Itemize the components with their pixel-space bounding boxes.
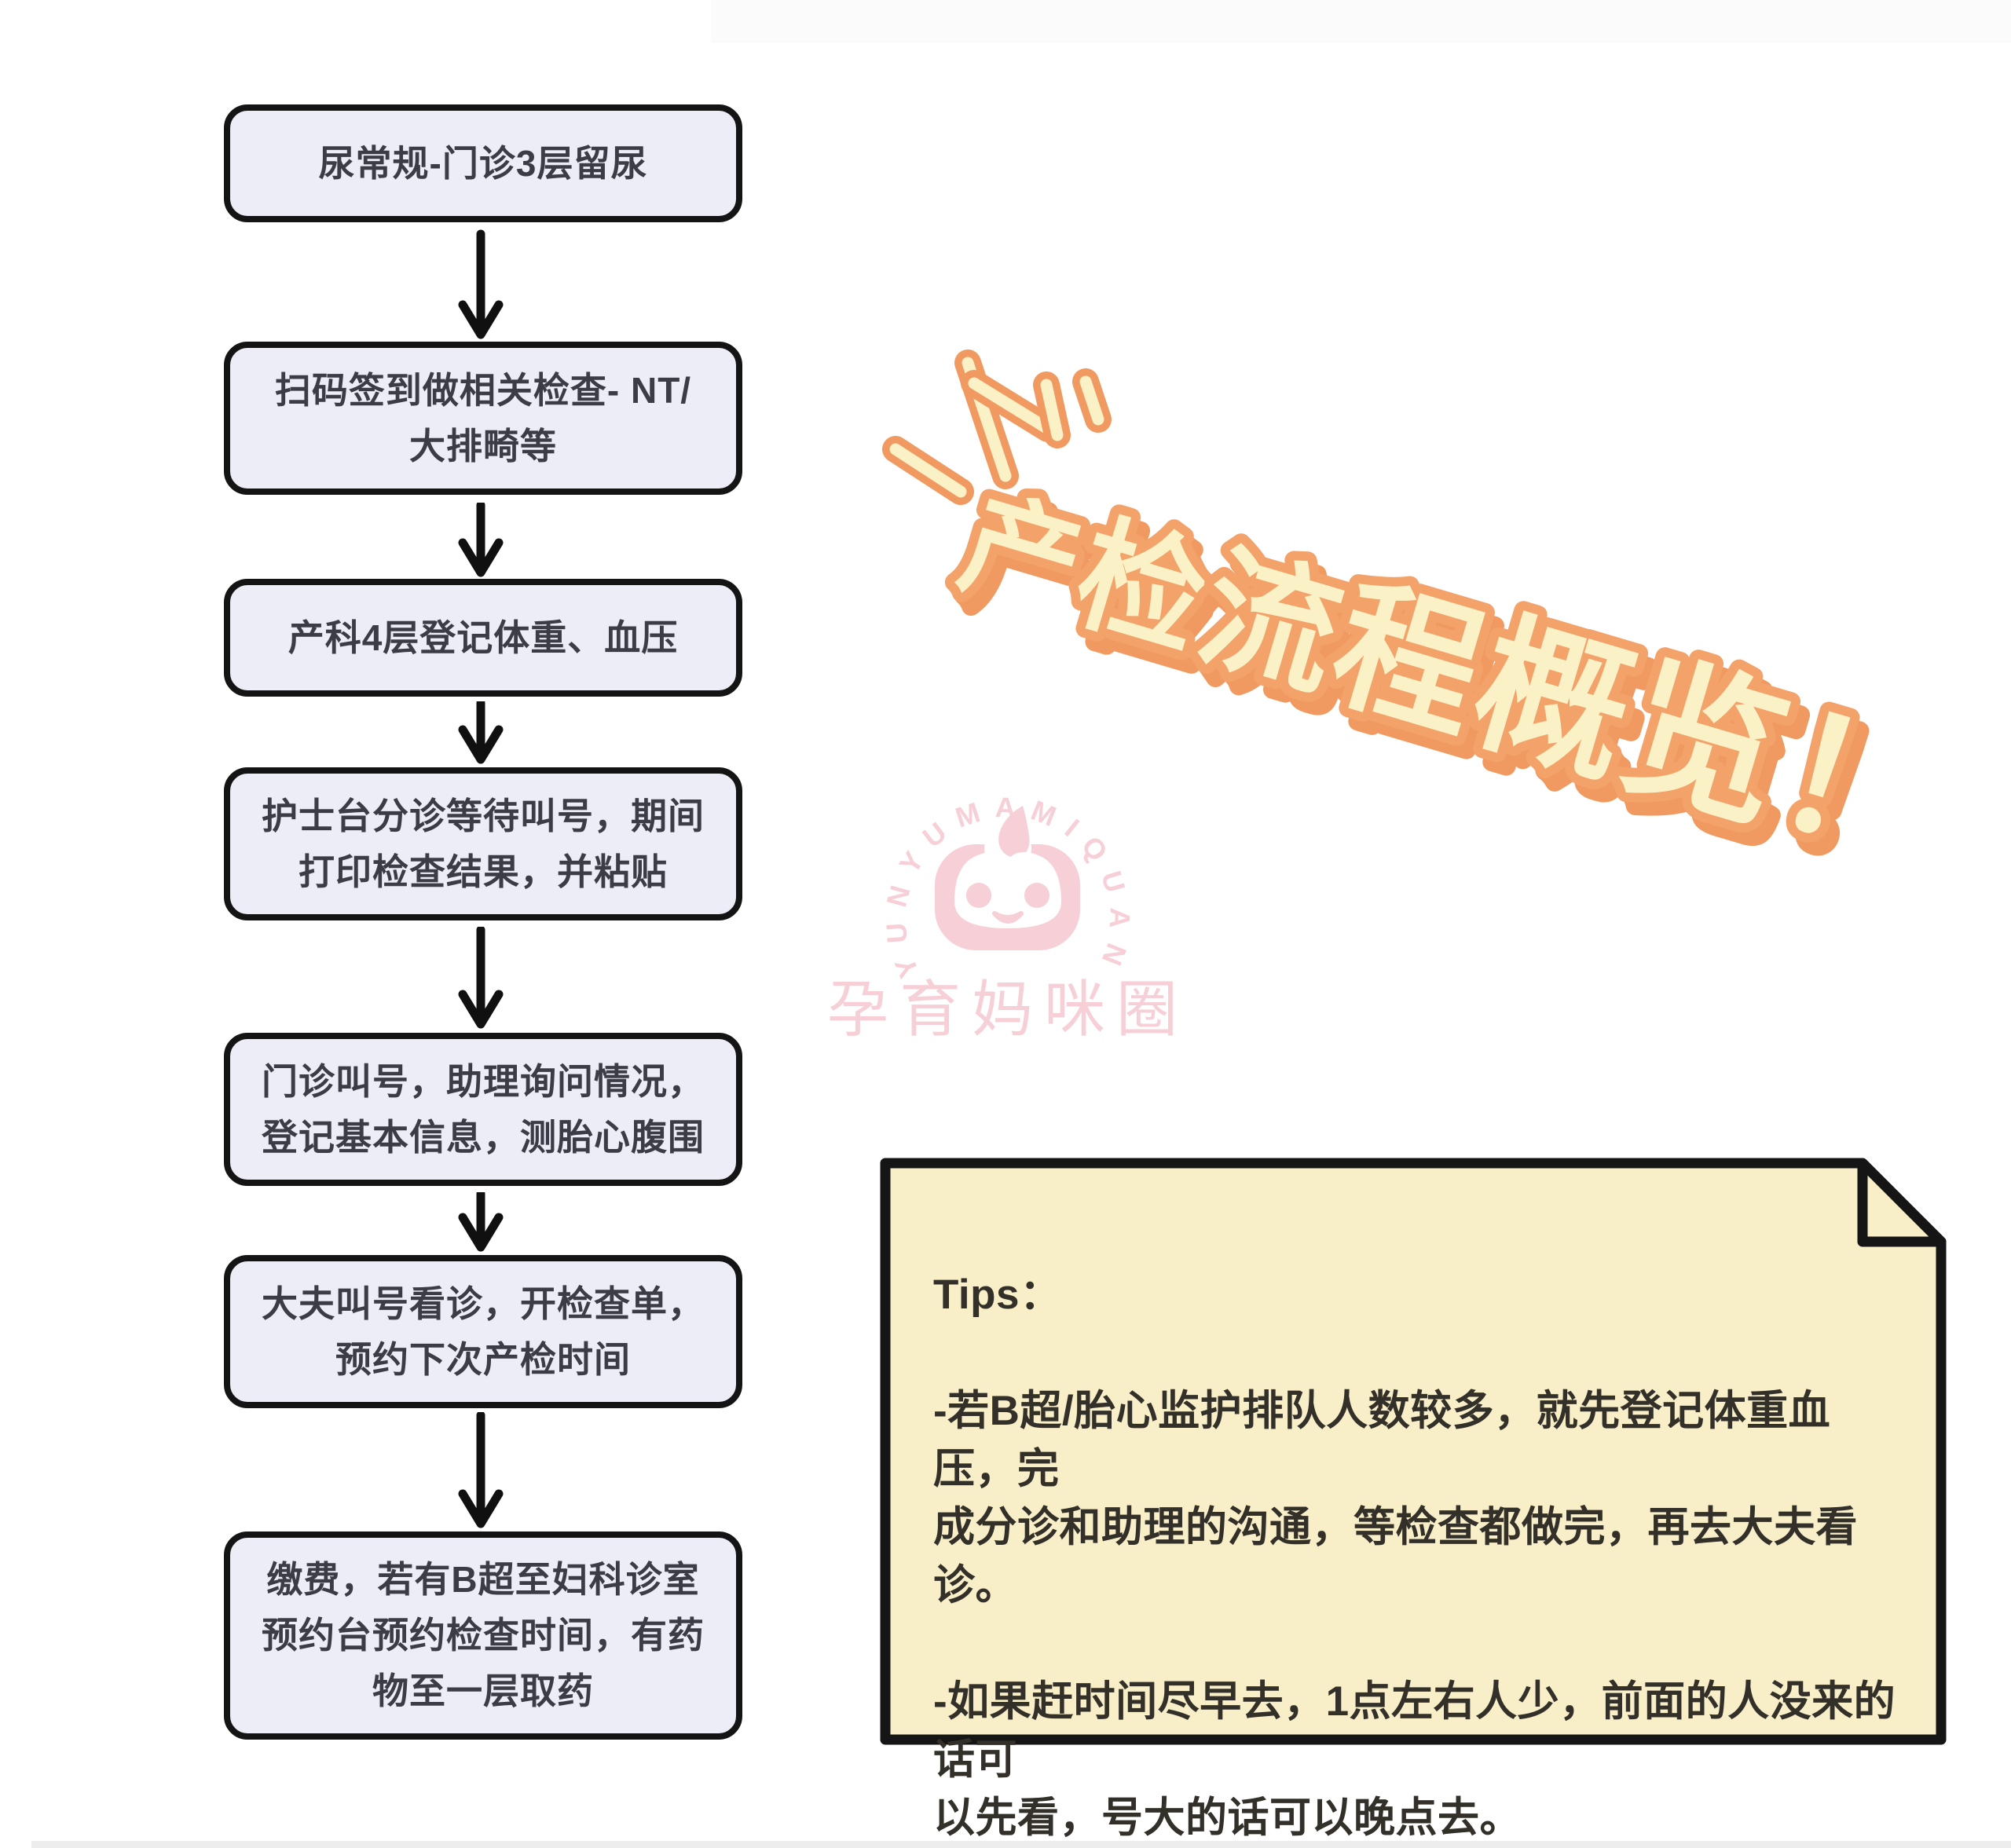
- arrow-down-icon: [458, 1412, 504, 1528]
- tips-note: [880, 1158, 1947, 1745]
- tips-content: Tips： -若B超/胎心监护排队人数较多，就先登记体重血压，完 成分诊和助理的…: [933, 1208, 1904, 1848]
- tips-fold-icon: [1857, 1158, 1947, 1247]
- flow-step-3: 产科4层登记体重、血压: [224, 579, 742, 697]
- watermark-brand-text: 孕育妈咪圈: [827, 975, 1189, 1044]
- flow-step-7: 缴费，若有B超至妇科诊室 预约台预约检查时间，有药 物至一层取药: [224, 1531, 742, 1740]
- flow-step-2: 扫码签到做相关检查- NT/ 大排畸等: [224, 342, 742, 495]
- flow-step-6: 大夫叫号看诊，开检查单， 预约下次产检时间: [224, 1255, 742, 1408]
- brand-watermark: YUNYUMAMIQUAN 孕育妈咪圈: [827, 791, 1189, 1044]
- arrow-down-icon: [458, 701, 504, 764]
- background-band-top: [711, 0, 2011, 43]
- spark-icon: [882, 349, 1112, 505]
- arrow-down-icon: [458, 503, 504, 577]
- baby-face-icon: [935, 806, 1080, 950]
- page-title: 产检流程概览！ 产检流程概览！: [938, 455, 1978, 917]
- tips-heading: Tips：: [933, 1272, 1062, 1318]
- tips-item: -若B超/胎心监护排队人数较多，就先登记体重血压，完 成分诊和助理的沟通，等检查…: [933, 1388, 1858, 1608]
- arrow-down-icon: [458, 229, 504, 339]
- tips-note-outline: [880, 1158, 1947, 1745]
- title-shadow-text: 产检流程概览！: [954, 455, 1969, 908]
- flow-step-4: 护士台分诊等待叫号，期间 打印检查结果，并粘贴: [224, 767, 742, 920]
- background-band-bottom: [31, 1841, 2011, 1848]
- arrow-down-icon: [458, 1192, 504, 1252]
- flow-step-1: 尿常规-门诊3层留尿: [224, 104, 742, 222]
- flow-step-5: 门诊叫号，助理询问情况， 登记基本信息，测胎心腹围: [224, 1033, 742, 1186]
- arrow-down-icon: [458, 927, 504, 1029]
- tips-item: -如果赶时间尽早去，1点左右人少，前面的人没来的话可 以先看，号大的话可以晚点去…: [933, 1678, 1896, 1841]
